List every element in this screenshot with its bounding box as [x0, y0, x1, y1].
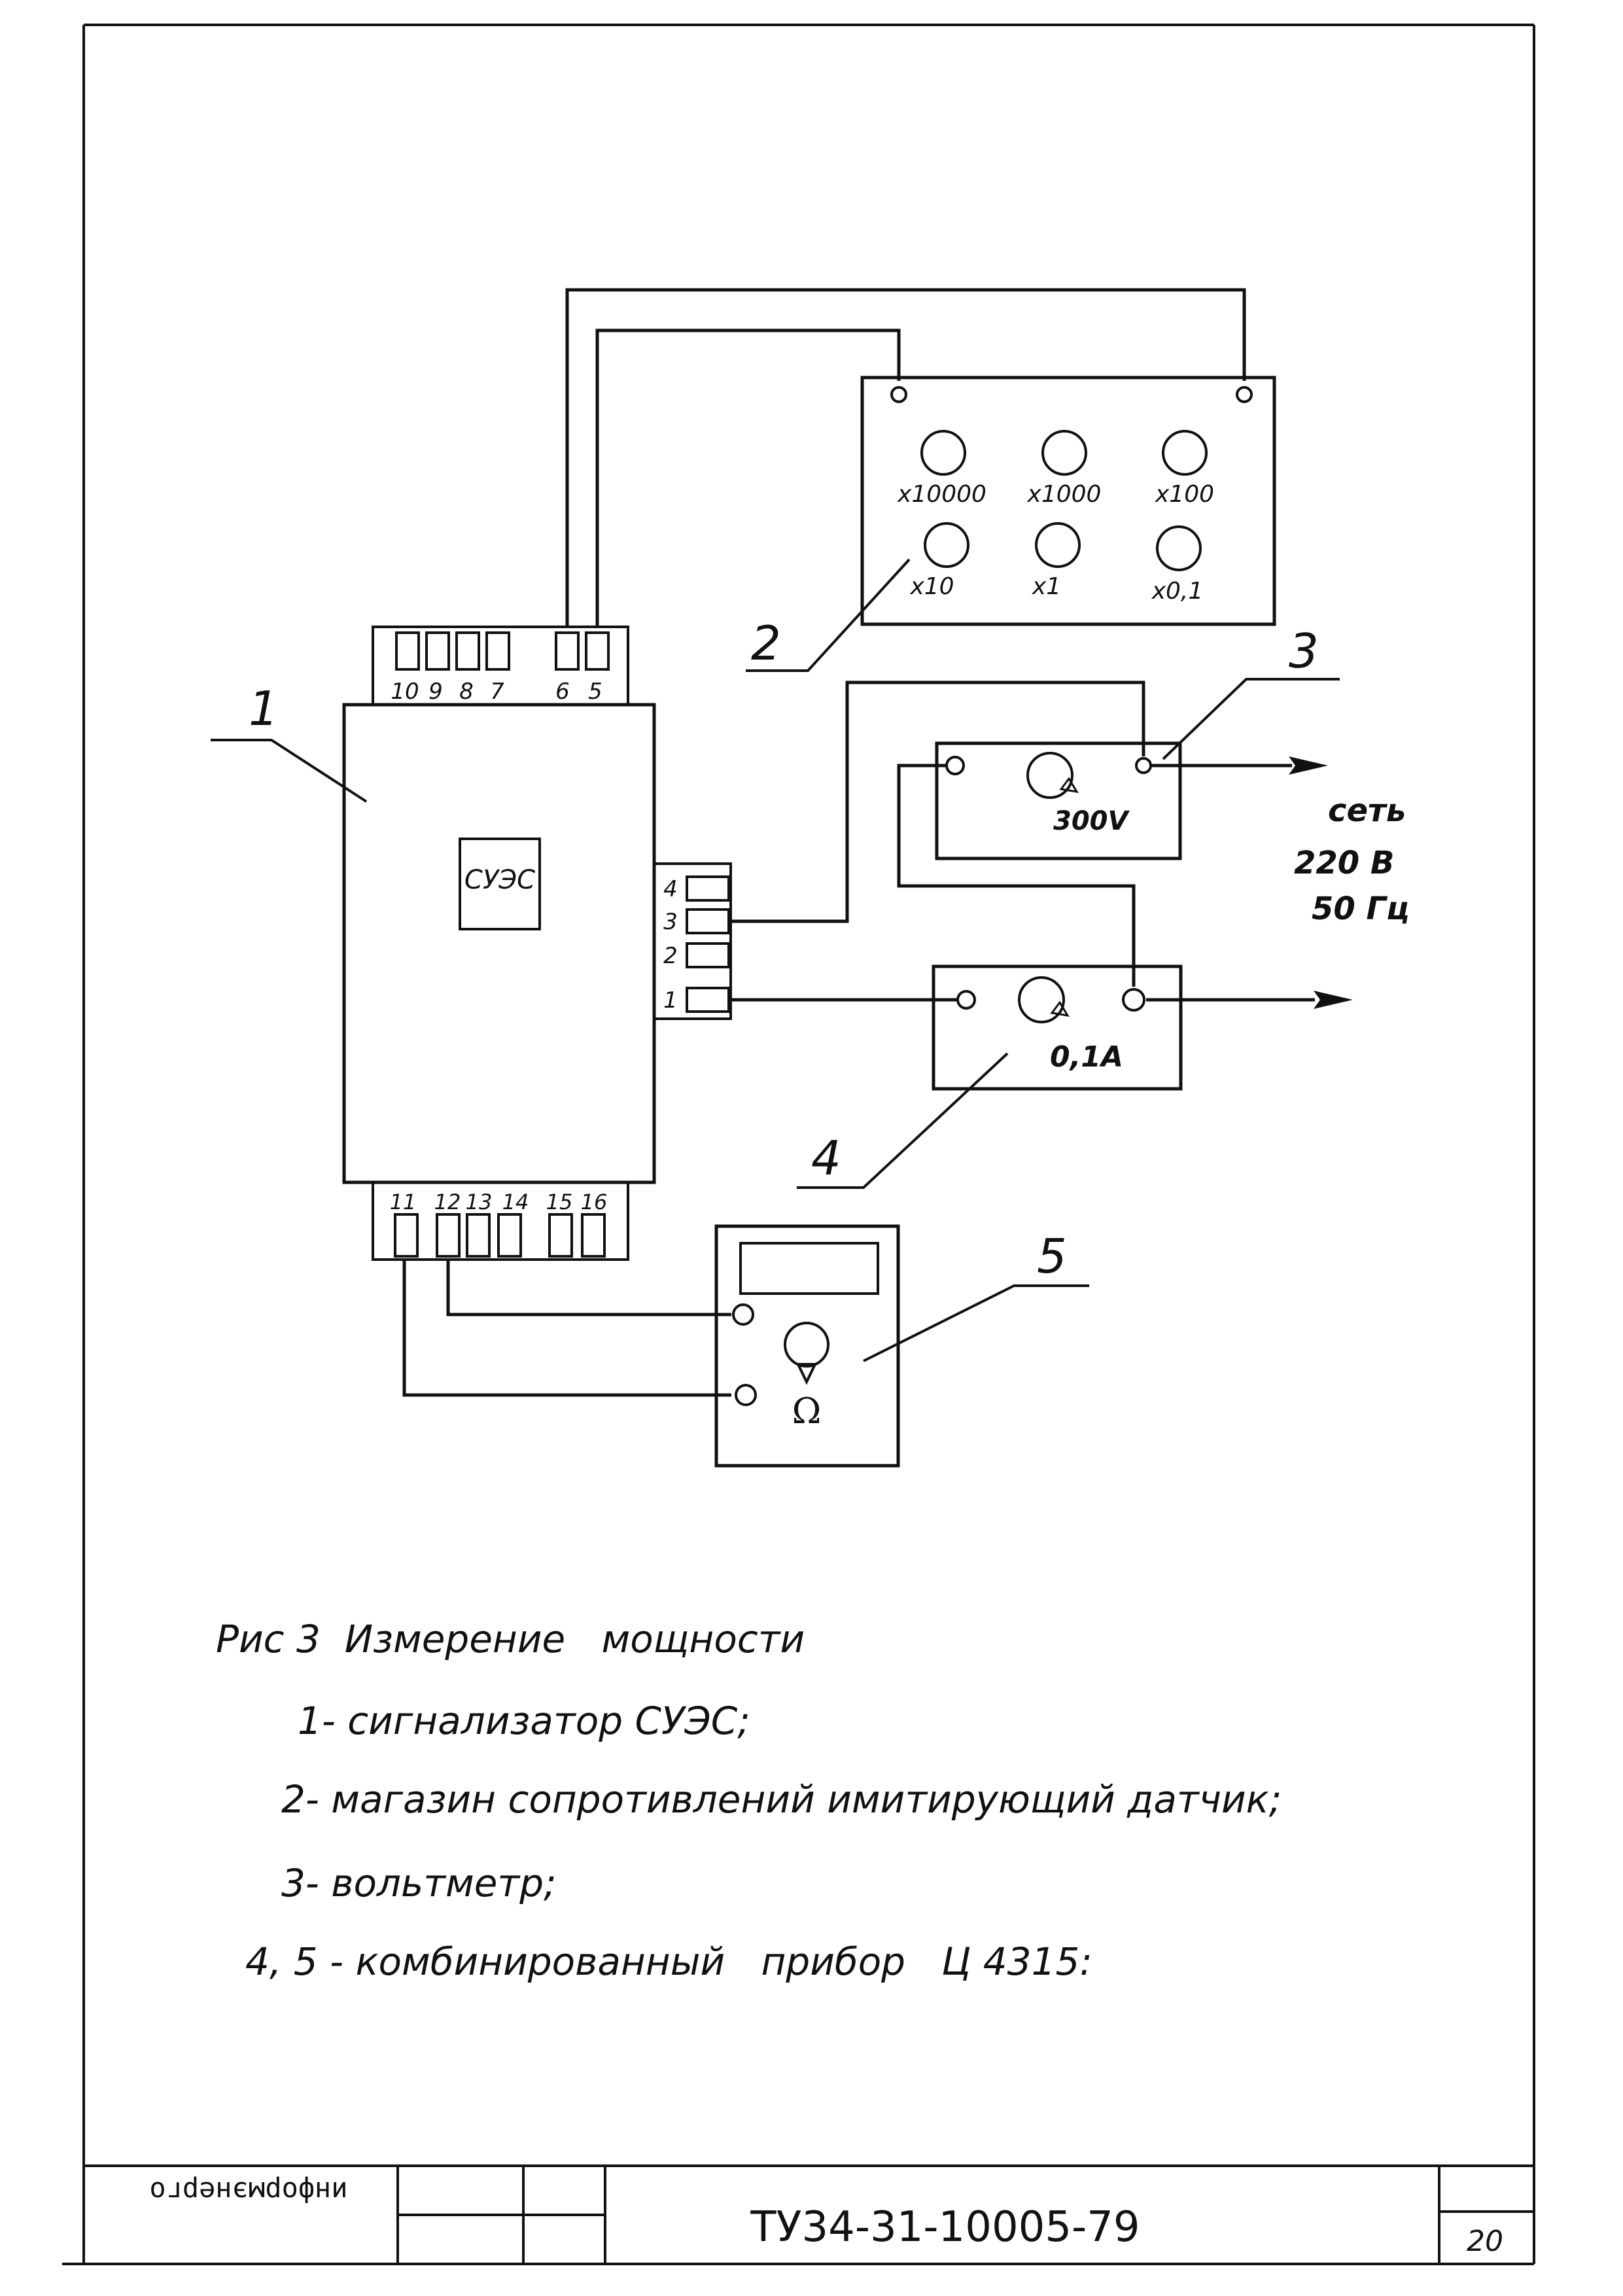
terminal-icon	[735, 1384, 757, 1406]
mains-title: сеть	[1328, 792, 1406, 829]
decade-dial-icon	[920, 430, 966, 476]
dial-label: x10	[909, 573, 954, 600]
mains-arrow-icon	[1289, 756, 1328, 775]
bottom-terminal-strip	[372, 1181, 629, 1261]
terminal-icon	[1236, 386, 1253, 403]
mains-voltage: 220 В	[1294, 845, 1395, 881]
decade-dial-icon	[1035, 522, 1081, 568]
dial-label: x1000	[1027, 481, 1102, 508]
sheet-number: 20	[1467, 2225, 1503, 2258]
resistance-box: x10000 x1000 x100 x10 x1 x0,1 2	[746, 376, 1276, 672]
caption-item: 1- сигнализатор СУЭС;	[298, 1699, 750, 1743]
document-code: ТУ34-31-10005-79	[750, 2203, 1140, 2252]
caption-item: 4, 5 - комбинированный прибор Ц 4315:	[245, 1939, 1092, 1984]
dial-pointer-icon	[1059, 777, 1079, 794]
decade-dial-icon	[1041, 430, 1087, 476]
meter-dial-icon	[1026, 752, 1073, 799]
top-terminal-strip	[372, 626, 629, 706]
multimeter: Ω 5	[714, 1224, 1089, 1468]
figure-caption: Рис 3 Измерение мощности 1- сигнализатор…	[216, 1617, 1282, 1984]
signalizer-suas: СУЭС 10 9 8 7 6 5 4 3	[211, 626, 732, 1261]
terminal-label: 3	[663, 909, 678, 935]
mains-wires	[1146, 756, 1353, 1009]
terminal-label: 12	[434, 1190, 461, 1214]
terminal-icon	[1122, 988, 1145, 1012]
signalizer-label: СУЭС	[464, 865, 535, 895]
page-frame	[82, 24, 1535, 2264]
caption-title: Рис 3 Измерение мощности	[216, 1617, 805, 1661]
voltmeter: 300V 3	[935, 624, 1340, 860]
callout-leader	[211, 739, 368, 803]
mains-frequency: 50 Гц	[1312, 891, 1410, 927]
terminal-label: 6	[555, 679, 570, 705]
terminal-icon	[890, 386, 907, 403]
dial-label: x100	[1155, 481, 1214, 508]
callout-number: 1	[249, 681, 279, 736]
terminal-icon	[732, 1303, 754, 1326]
terminal-label: 16	[581, 1190, 608, 1214]
caption-item: 2- магазин сопротивлений имитирующий дат…	[281, 1777, 1282, 1822]
terminal-label: 14	[502, 1190, 529, 1214]
stamp-text: информэнерго	[149, 2176, 347, 2208]
ammeter-range: 0,1A	[1050, 1040, 1123, 1074]
meter-dial-icon	[784, 1322, 829, 1368]
terminal-label: 2	[663, 943, 678, 969]
dial-label: x1	[1032, 573, 1061, 600]
callout-leader	[797, 1052, 1009, 1189]
signalizer-label-box	[459, 838, 541, 930]
callout-number: 4	[811, 1131, 841, 1186]
decade-dial-icon	[924, 522, 969, 568]
dial-label: x0,1	[1151, 578, 1204, 605]
title-block: информэнерго ТУ34-31-10005-79 20	[62, 2164, 1534, 2265]
decade-dial-icon	[1156, 525, 1202, 571]
multimeter-unit: Ω	[792, 1390, 822, 1432]
side-terminal-strip	[653, 862, 732, 1020]
terminal-label: 5	[588, 679, 602, 705]
terminal-label: 8	[459, 679, 474, 705]
terminal-icon	[945, 756, 965, 775]
mains-arrow-icon	[1314, 991, 1353, 1009]
mains-label: сеть 220 В 50 Гц	[1294, 792, 1410, 927]
terminal-label: 9	[428, 679, 443, 705]
terminal-label: 7	[490, 679, 504, 705]
callout-number: 2	[751, 616, 781, 671]
voltmeter-range: 300V	[1053, 806, 1130, 836]
terminal-icon	[1135, 757, 1152, 774]
terminal-label: 1	[663, 987, 678, 1014]
dial-pointer-icon	[1050, 1000, 1070, 1017]
terminal-label: 15	[546, 1190, 573, 1214]
decade-dial-icon	[1162, 430, 1208, 476]
callout-number: 5	[1037, 1229, 1067, 1284]
multimeter-display	[739, 1242, 879, 1295]
terminal-label: 11	[390, 1190, 417, 1214]
callout-number: 3	[1289, 624, 1319, 679]
dial-pointer-icon	[795, 1363, 818, 1385]
wiring	[402, 288, 1246, 1397]
meter-dial-icon	[1018, 976, 1065, 1023]
callout-leader	[863, 1284, 1089, 1362]
terminal-label: 4	[663, 876, 678, 902]
terminal-label: 10	[391, 679, 419, 705]
terminal-label: 13	[466, 1190, 493, 1214]
ammeter: 0,1A 4	[797, 964, 1183, 1189]
terminal-icon	[956, 990, 976, 1010]
dial-label: x10000	[897, 481, 986, 508]
callout-leader	[1162, 678, 1340, 760]
caption-item: 3- вольтметр;	[281, 1861, 557, 1905]
callout-leader	[746, 558, 911, 672]
info-stamp: информэнерго	[149, 2176, 347, 2208]
